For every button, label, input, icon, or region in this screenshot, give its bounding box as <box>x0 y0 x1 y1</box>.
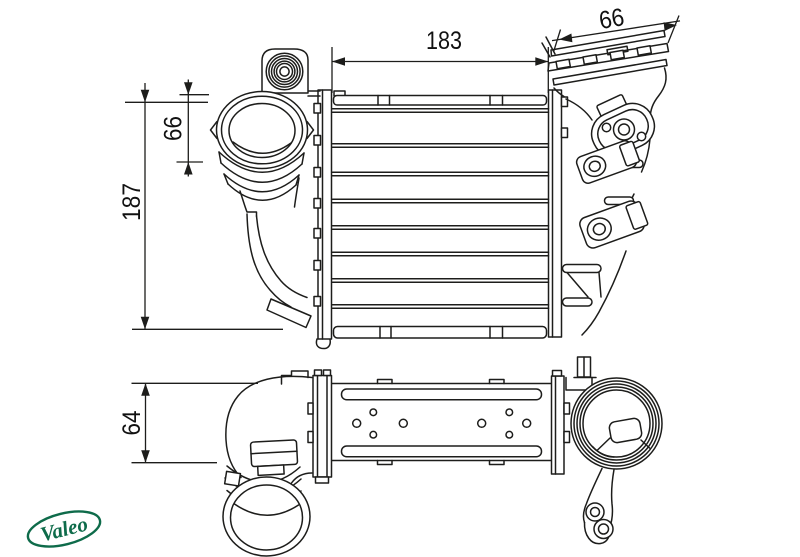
dimension-depth: 64 <box>118 382 258 464</box>
bottom-outlet-ring <box>565 356 663 545</box>
dimension-label-overall-height: 187 <box>118 183 146 221</box>
outlet-pipe-assembly <box>541 29 670 336</box>
dimension-label-core-width: 183 <box>426 27 462 55</box>
dimensions: 183 66 66 187 64 <box>118 3 681 464</box>
front-view <box>209 29 670 350</box>
bottom-body <box>307 369 571 484</box>
dimension-label-outlet-flange: 66 <box>597 3 626 35</box>
core <box>313 89 569 350</box>
dimension-outlet-flange: 66 <box>551 3 681 53</box>
dimension-label-inlet-port: 66 <box>160 116 188 141</box>
inlet-pipe-assembly <box>209 48 321 329</box>
dimension-overall-height: 187 <box>118 83 283 330</box>
bottom-view <box>222 356 663 557</box>
valeo-ellipse-icon <box>26 510 102 548</box>
dimension-core-width: 183 <box>331 27 549 93</box>
dimension-label-depth: 64 <box>118 410 146 435</box>
valeo-wordmark: Valeo <box>38 512 90 547</box>
bottom-inlet-elbow <box>222 370 313 557</box>
valeo-logo: Valeo <box>26 510 102 548</box>
dimension-inlet-port: 66 <box>160 79 209 177</box>
